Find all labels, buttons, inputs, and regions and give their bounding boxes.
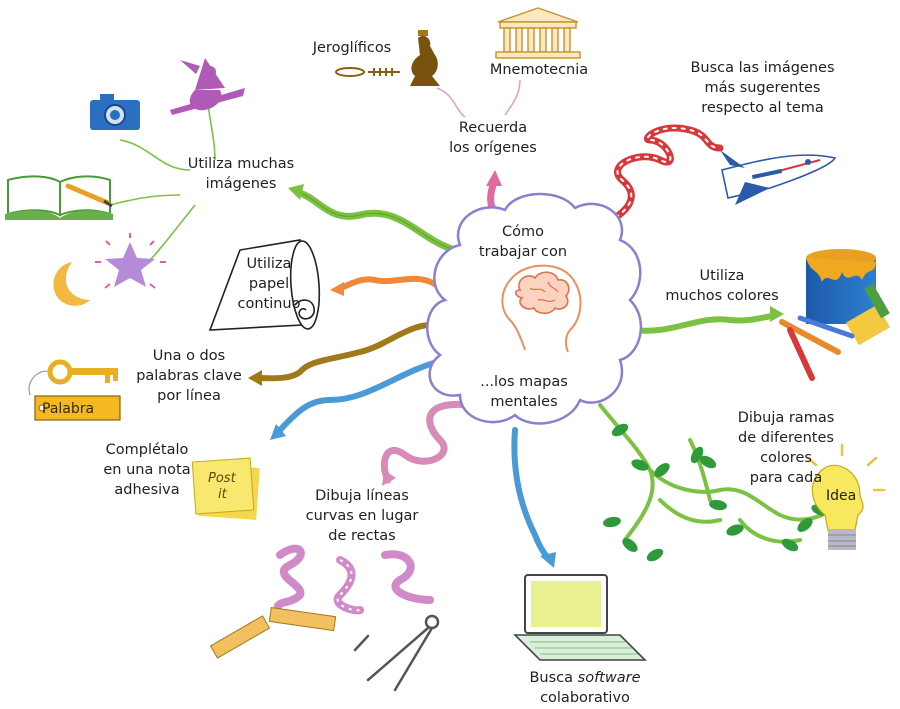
palabra-tag: Palabra (42, 401, 94, 417)
brush-icon (845, 283, 891, 346)
label-dibuja-lineas: Dibuja líneas curvas en lugar de rectas (305, 488, 419, 544)
postit-line-1: Post (208, 471, 237, 486)
postit-line-2: it (218, 487, 228, 502)
ruler-icon (209, 607, 337, 659)
label-utiliza-colores: Utiliza muchos colores (665, 268, 779, 304)
label-palabras-clave: Una o dos palabras clave por línea (136, 348, 242, 404)
idea-tag: Idea (826, 488, 856, 504)
compass-icon (353, 614, 440, 692)
star-icon (95, 233, 166, 289)
label-recuerda: Recuerda los orígenes (449, 120, 537, 156)
book-icon (5, 175, 113, 220)
brain-icon (501, 264, 582, 353)
key-icon (34, 359, 121, 421)
witch-icon (170, 58, 245, 115)
center-title-top: Cómo trabajar con (478, 224, 568, 260)
post-it-icon (191, 457, 260, 520)
label-utiliza-imagenes: Utiliza muchas imágenes (187, 156, 295, 192)
laptop-icon (513, 574, 647, 661)
label-dibuja-ramas: Dibuja ramas de diferentes colores para … (737, 410, 835, 486)
pencils-icon (779, 315, 855, 381)
shuttle-icon (720, 150, 837, 205)
label-jeroglificos: Jeroglíficos (312, 40, 392, 56)
temple-icon (495, 7, 581, 59)
moon-icon (53, 262, 90, 306)
label-busca-software: Busca software colaborativo (529, 670, 641, 706)
camera-icon (90, 94, 140, 130)
label-completalo: Complétalo en una nota adhesiva (103, 442, 191, 498)
scroll-icon (208, 239, 321, 331)
hieroglyph-icon (335, 30, 440, 86)
label-busca-imagenes: Busca las imágenes más sugerentes respec… (690, 60, 835, 116)
center-title-bottom: ...los mapas mentales (480, 374, 568, 410)
label-mnemotecnia: Mnemotecnia (489, 62, 589, 78)
label-utiliza-papel: Utiliza papel continuo (237, 256, 301, 312)
lightbulb-icon (806, 443, 886, 550)
curvy-lines-icon (273, 544, 434, 615)
